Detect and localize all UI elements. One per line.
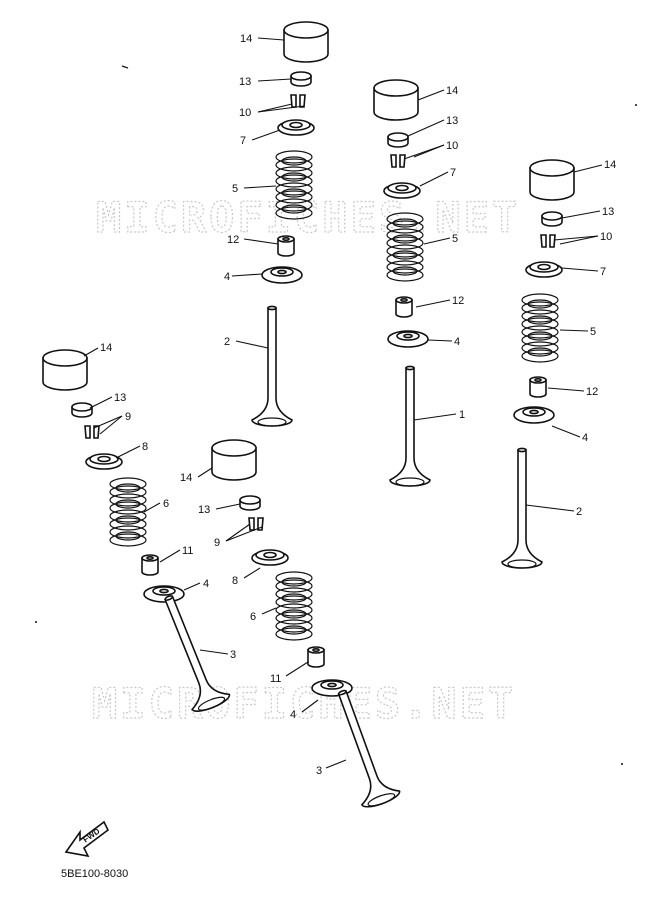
assembly-e: 14 13 9 8 6 11 4 3: [180, 439, 403, 812]
callout: 4: [224, 271, 230, 283]
diagram-code: 5BE100-8030: [61, 868, 128, 880]
valve-cotter: [290, 94, 306, 108]
callout: 3: [230, 649, 236, 661]
callout: 10: [600, 231, 612, 243]
valve-cotter: [248, 517, 264, 531]
callout: 4: [582, 432, 588, 444]
callout: 6: [163, 498, 169, 510]
callout: 2: [224, 336, 230, 348]
callout: 11: [270, 673, 281, 685]
valve-pad: [387, 132, 409, 148]
valve-lifter: [211, 439, 257, 481]
callout: 6: [250, 611, 256, 623]
stem-seal: [529, 376, 547, 398]
callout: 14: [604, 159, 616, 171]
callout: 9: [125, 411, 131, 423]
callout: 7: [450, 167, 456, 179]
callout: 13: [602, 206, 614, 218]
valve: [501, 447, 543, 569]
valve-pad: [541, 211, 563, 227]
callout: 11: [182, 545, 193, 557]
fwd-arrow-icon: FWD: [64, 820, 110, 858]
callout: 4: [454, 336, 460, 348]
callout: 13: [239, 76, 251, 88]
callout: 14: [446, 85, 458, 97]
callout: 3: [316, 765, 322, 777]
stem-seal: [277, 235, 295, 257]
callout: 2: [576, 506, 582, 518]
valve-spring: [521, 293, 559, 363]
valve-pad: [71, 402, 93, 418]
callout: 5: [232, 183, 238, 195]
assembly-a: 14 13 10 7 5 12 4 2: [224, 21, 329, 427]
stem-seal: [307, 646, 325, 668]
spring-retainer: [525, 261, 563, 278]
callout: 5: [590, 326, 596, 338]
spring-retainer: [85, 453, 123, 470]
callout: 9: [214, 537, 220, 549]
valve-cotter: [540, 234, 556, 248]
spring-seat: [387, 330, 429, 348]
callout: 14: [240, 33, 252, 45]
callout: 8: [142, 441, 148, 453]
valve-lifter: [42, 349, 88, 391]
callout: 1: [459, 409, 465, 421]
valve-lifter: [283, 21, 329, 63]
valve-lifter: [373, 79, 419, 121]
callout: 10: [446, 140, 458, 152]
valve-pad: [290, 71, 312, 87]
spring-retainer: [383, 182, 421, 199]
valve-cotter: [390, 154, 406, 168]
callout: 12: [452, 295, 464, 307]
callout: 14: [180, 472, 192, 484]
callout: 12: [227, 234, 239, 246]
spring-seat: [143, 585, 185, 603]
valve: [251, 305, 293, 427]
callout: 12: [586, 386, 598, 398]
callout: 10: [239, 107, 251, 119]
valve-spring: [275, 571, 313, 641]
assembly-d: 14 13 9 8 6 11 4 3: [42, 342, 236, 716]
callout: 5: [452, 233, 458, 245]
callout: 13: [198, 504, 210, 516]
valve-pad: [239, 495, 261, 511]
valve-spring: [109, 477, 147, 547]
assembly-b: 14 13 10 7 5 12 4 1: [373, 79, 465, 487]
callout: 13: [114, 392, 126, 404]
valve-cotter: [84, 425, 100, 439]
stem-seal: [141, 554, 159, 576]
watermark-bottom: MICROFICHES.NET: [92, 679, 516, 728]
spring-seat: [261, 266, 303, 284]
spring-retainer: [251, 549, 289, 566]
callout: 13: [446, 115, 458, 127]
valve-lifter: [529, 159, 575, 201]
valve: [389, 365, 431, 487]
spring-retainer: [277, 119, 315, 136]
assembly-c: 14 13 10 7 5 12 4 2: [501, 159, 616, 569]
callout: 14: [100, 342, 112, 354]
spring-seat: [513, 406, 555, 424]
callout: 7: [240, 135, 246, 147]
callout: 8: [232, 575, 238, 587]
callout: 4: [203, 578, 209, 590]
callout: 7: [600, 266, 606, 278]
stem-seal: [395, 296, 413, 318]
callout: 4: [290, 709, 296, 721]
